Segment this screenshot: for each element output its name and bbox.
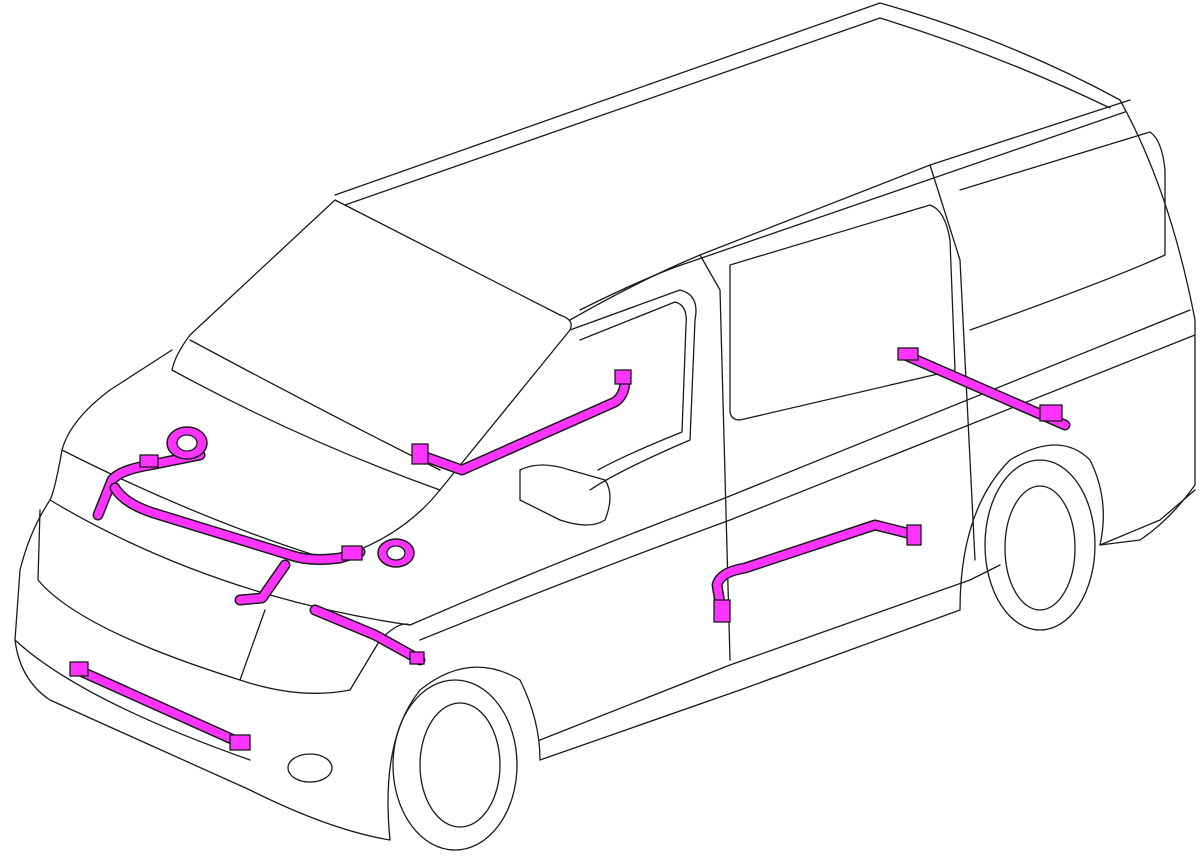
engine-bay-harness bbox=[92, 426, 415, 606]
wire-harness-highlight bbox=[69, 347, 1071, 751]
front-bumper-harness bbox=[69, 661, 251, 751]
door-harness bbox=[711, 519, 922, 623]
lower-harness bbox=[309, 604, 426, 666]
dashboard-harness bbox=[411, 369, 632, 476]
van-body-outline bbox=[14, 2, 1196, 851]
rear-floor-harness bbox=[897, 347, 1071, 431]
